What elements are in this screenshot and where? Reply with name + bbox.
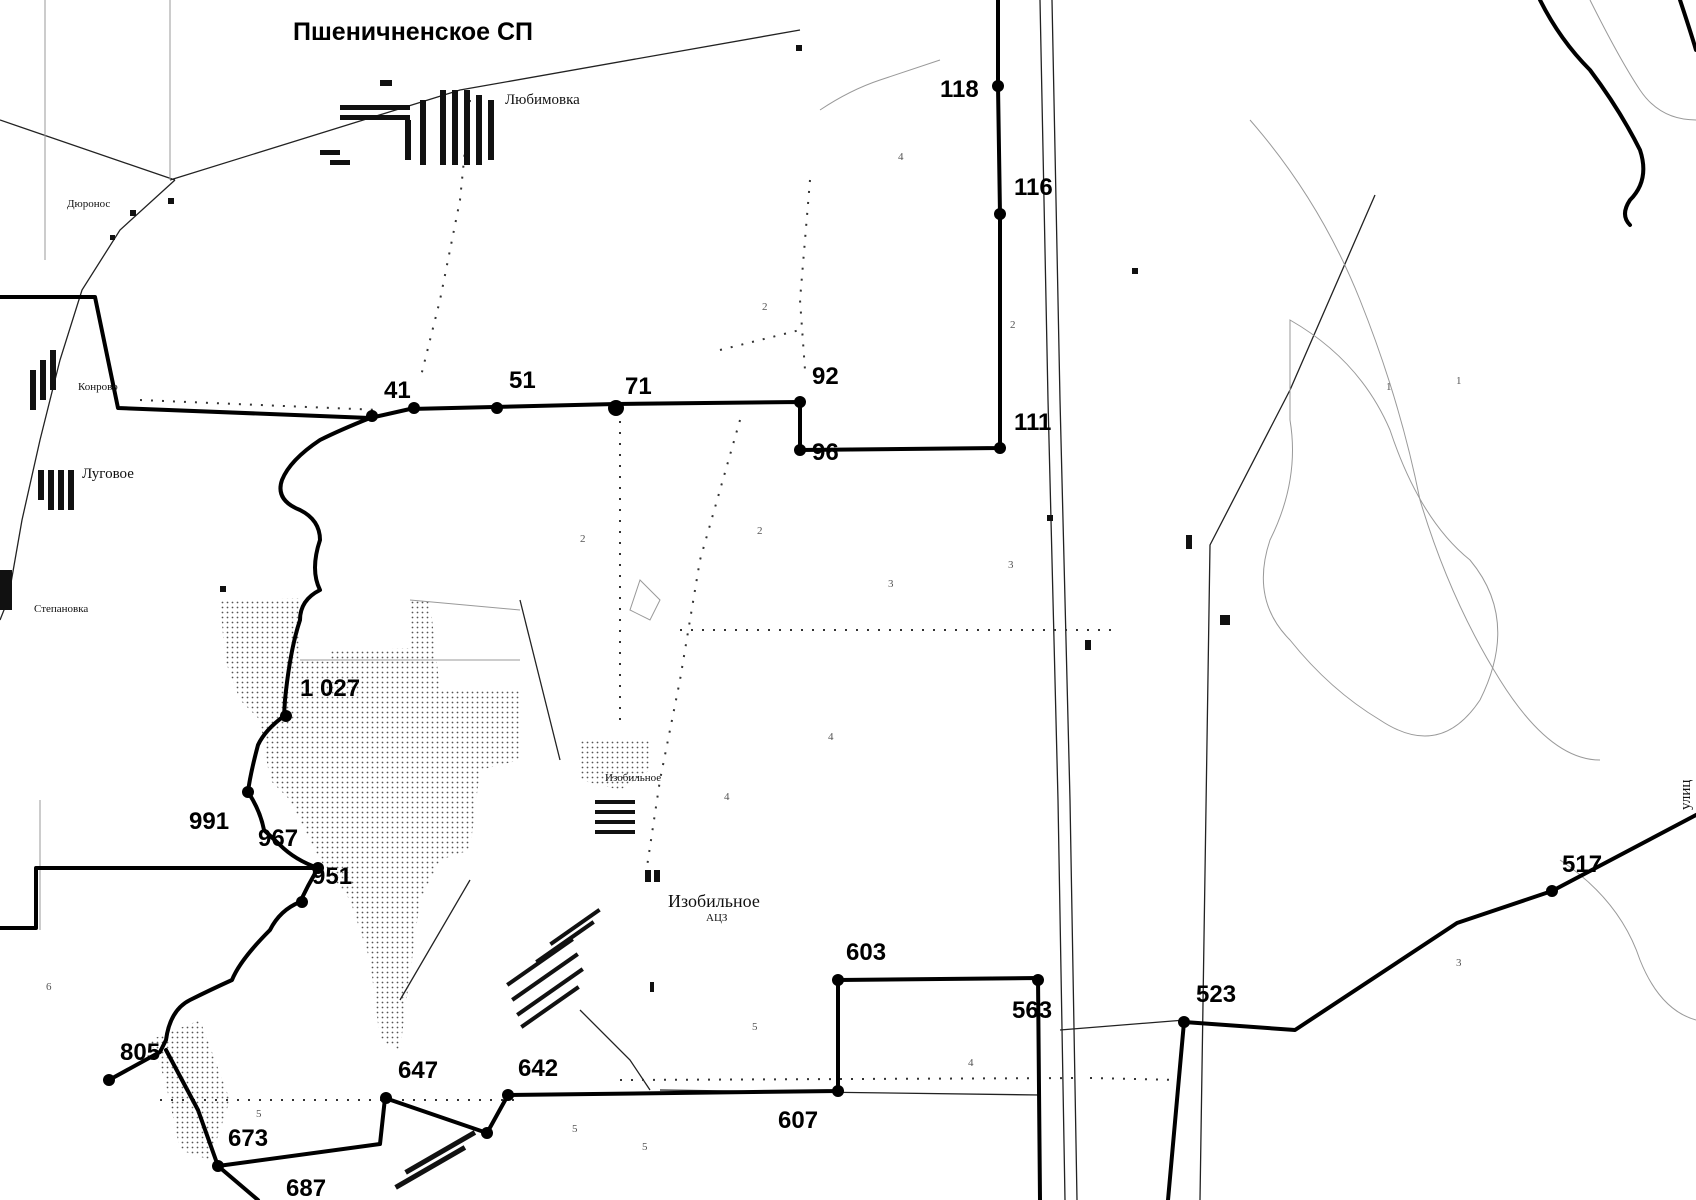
konrovo-lugovoe-buildings — [0, 350, 74, 610]
stippled-areas — [150, 598, 650, 1160]
svg-text:3: 3 — [1456, 957, 1462, 969]
settlement-ats: АЦЗ — [706, 912, 728, 924]
field-numbers: 2 2 2 3 3 4 4 5 5 5 6 3 1 1 2 4 4 5 — [46, 151, 1462, 1153]
point-label-603: 603 — [846, 939, 886, 966]
svg-text:1: 1 — [1456, 375, 1462, 387]
izobilnoe-buildings — [394, 800, 660, 1190]
boundary-south-west — [164, 1048, 260, 1200]
svg-text:5: 5 — [256, 1108, 262, 1120]
dotted-paths — [139, 99, 1181, 1101]
svg-text:4: 4 — [828, 731, 834, 743]
map-title: Пшеничненское СП — [293, 18, 533, 46]
svg-text:2: 2 — [1010, 319, 1016, 331]
point-labels: 118 116 92 111 96 41 51 71 1 027 991 967… — [120, 76, 1602, 1200]
point-label-607: 607 — [778, 1107, 818, 1134]
svg-text:2: 2 — [580, 533, 586, 545]
svg-text:6: 6 — [46, 981, 52, 993]
settlement-stepanovka: Степановка — [34, 603, 88, 615]
street-label-partial: улиц — [1678, 780, 1694, 810]
point-label-96: 96 — [812, 439, 839, 466]
point-label-71: 71 — [625, 373, 652, 400]
settlement-lyubimovka: Любимовка — [505, 92, 580, 108]
point-label-991: 991 — [189, 808, 229, 835]
settlement-konrovo: Конрово — [78, 381, 118, 393]
svg-text:4: 4 — [724, 791, 730, 803]
point-label-642: 642 — [518, 1055, 558, 1082]
svg-text:3: 3 — [888, 578, 894, 590]
settlement-dyuronos: Дюронос — [67, 198, 110, 210]
settlement-buildings — [0, 45, 1230, 1190]
point-label-805: 805 — [120, 1039, 160, 1066]
point-label-517: 517 — [1562, 851, 1602, 878]
dyuronos-buildings — [110, 198, 174, 240]
boundary-nodes — [103, 80, 1558, 1172]
svg-text:3: 3 — [1008, 559, 1014, 571]
svg-text:2: 2 — [757, 525, 763, 537]
settlement-lugovoe: Луговое — [82, 466, 134, 482]
svg-text:4: 4 — [898, 151, 904, 163]
boundary-north — [0, 0, 1002, 452]
point-label-111: 111 — [1014, 409, 1051, 436]
svg-text:4: 4 — [968, 1057, 974, 1069]
point-label-41: 41 — [384, 377, 411, 404]
point-label-687: 687 — [286, 1175, 326, 1200]
boundary-south — [216, 976, 1042, 1200]
svg-text:5: 5 — [752, 1021, 758, 1033]
svg-text:2: 2 — [762, 301, 768, 313]
svg-text:5: 5 — [642, 1141, 648, 1153]
boundary-river-west — [107, 416, 372, 1082]
point-label-951: 951 — [312, 863, 352, 890]
lyubimovka-buildings — [320, 80, 494, 165]
point-label-118: 118 — [940, 76, 979, 103]
point-label-967: 967 — [258, 825, 298, 852]
point-label-1027: 1 027 — [300, 675, 360, 702]
boundary-coast — [1538, 0, 1646, 227]
settlement-izobilnoe-small: Изобильное — [605, 772, 661, 784]
point-label-51: 51 — [509, 367, 536, 394]
point-label-647: 647 — [398, 1057, 438, 1084]
svg-text:5: 5 — [572, 1123, 578, 1135]
point-label-92: 92 — [812, 363, 839, 390]
boundary-west — [0, 866, 320, 930]
boundary-coast-east — [1678, 0, 1696, 52]
svg-text:1: 1 — [1386, 381, 1392, 393]
settlement-labels: Любимовка Дюронос Конрово Луговое Степан… — [34, 92, 1694, 924]
point-label-563: 563 — [1012, 997, 1052, 1024]
boundary-east — [1166, 813, 1696, 1200]
point-label-523: 523 — [1196, 981, 1236, 1008]
point-label-116: 116 — [1014, 174, 1053, 201]
settlement-izobilnoe: Изобильное — [668, 891, 760, 911]
point-label-673: 673 — [228, 1125, 268, 1152]
